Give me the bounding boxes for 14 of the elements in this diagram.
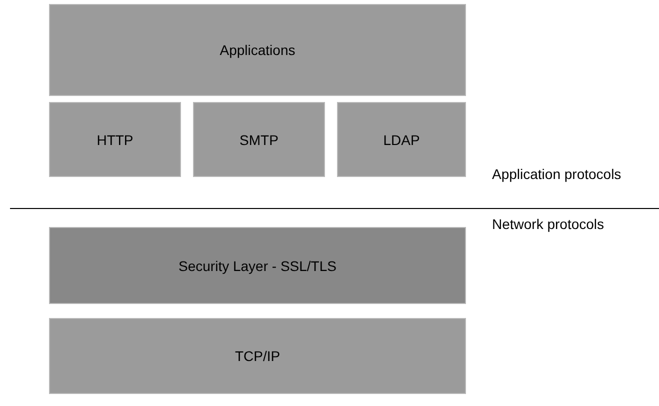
group-label: Application protocols xyxy=(492,166,622,182)
protocol-box xyxy=(193,102,325,177)
layer-box xyxy=(49,4,466,96)
layer-label: HTTP xyxy=(96,132,134,148)
layer-box xyxy=(49,227,466,304)
protocol-box xyxy=(49,102,181,177)
layer-label: TCP/IP xyxy=(234,348,280,364)
group-label: Network protocols xyxy=(492,216,604,232)
layer-label: Security Layer - SSL/TLS xyxy=(178,258,336,274)
layer-box xyxy=(49,318,466,394)
layer-label: LDAP xyxy=(383,132,420,148)
protocol-box xyxy=(337,102,466,177)
layer-label: Applications xyxy=(220,42,296,58)
layer-label: SMTP xyxy=(240,132,278,148)
